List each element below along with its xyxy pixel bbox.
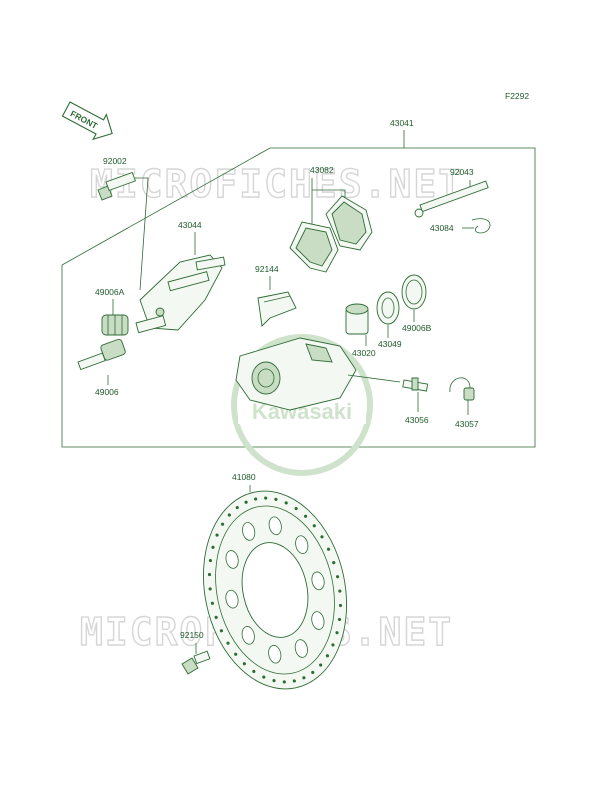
label-49006A: 49006A xyxy=(95,287,125,297)
pad-pin-92043 xyxy=(414,180,489,218)
disc-vent-hole xyxy=(227,513,231,517)
disc-cutout xyxy=(294,639,308,658)
label-43082: 43082 xyxy=(310,165,334,175)
spring-92144 xyxy=(257,291,297,327)
brake-pads-43082 xyxy=(289,195,373,273)
disc-vent-hole xyxy=(319,663,323,667)
disc-vent-hole xyxy=(284,501,288,505)
label-43041: 43041 xyxy=(390,118,414,128)
label-49006: 49006 xyxy=(95,387,119,397)
disc-cutout xyxy=(225,550,239,569)
disc-vent-hole xyxy=(208,587,212,591)
disc-vent-hole xyxy=(219,629,224,633)
boot-49006A xyxy=(101,314,129,336)
label-41080: 41080 xyxy=(232,472,256,482)
brake-disc-41080 xyxy=(202,490,348,690)
disc-vent-hole xyxy=(226,641,230,645)
disc-vent-hole xyxy=(244,500,248,504)
disc-vent-hole xyxy=(335,631,339,635)
disc-cutout xyxy=(311,611,325,630)
piston-43020 xyxy=(345,303,369,335)
disc-vent-hole xyxy=(320,535,324,539)
disc-vent-hole xyxy=(242,662,247,666)
disc-vent-hole xyxy=(332,561,336,565)
disc-vent-hole xyxy=(294,506,298,511)
disc-cutout xyxy=(241,626,255,645)
label-43057: 43057 xyxy=(455,419,479,429)
disc-vent-hole xyxy=(254,497,258,501)
leader-43056 xyxy=(347,374,401,383)
disc-vent-hole xyxy=(214,615,218,619)
disc-cutout xyxy=(242,522,256,541)
label-43044: 43044 xyxy=(178,220,202,230)
disc-vent-hole xyxy=(326,547,331,551)
label-49006B: 49006B xyxy=(402,323,432,333)
disc-vent-hole xyxy=(210,601,214,605)
label-43056: 43056 xyxy=(405,415,429,425)
disc-vent-hole xyxy=(337,617,342,622)
front-arrow-icon: FRONT xyxy=(61,101,113,141)
diagram-id: F2292 xyxy=(505,91,529,101)
disc-vent-hole xyxy=(312,524,316,528)
disc-vent-hole xyxy=(272,679,276,683)
label-43084: 43084 xyxy=(430,223,454,233)
pin-49006 xyxy=(77,338,126,371)
disc-vent-hole xyxy=(282,680,286,684)
caliper-body xyxy=(235,337,357,411)
label-43020: 43020 xyxy=(352,348,376,358)
disc-vent-hole xyxy=(336,575,340,579)
disc-vent-hole xyxy=(235,505,239,510)
seal-43049 xyxy=(376,291,400,325)
label-92002: 92002 xyxy=(103,156,127,166)
disc-cutout xyxy=(295,535,309,554)
disc-cutout xyxy=(268,644,282,664)
disc-vent-hole xyxy=(302,676,306,680)
leader-92002 xyxy=(135,177,149,291)
disc-vent-hole xyxy=(264,496,268,500)
disc-vent-hole xyxy=(262,675,266,679)
bleeder-43056 xyxy=(402,377,429,392)
disc-vent-hole xyxy=(292,679,296,683)
disc-vent-hole xyxy=(215,533,219,537)
disc-vent-hole xyxy=(331,643,335,647)
bolt-92002 xyxy=(97,171,136,201)
disc-vent-hole xyxy=(207,572,212,577)
disc-vent-hole xyxy=(211,545,215,549)
disc-vent-hole xyxy=(220,522,225,526)
disc-vent-hole xyxy=(325,654,330,658)
disc-vent-hole xyxy=(338,603,343,608)
disc-vent-hole xyxy=(311,670,315,675)
label-92150: 92150 xyxy=(180,630,204,640)
watermark-top: MICROFICHES.NET xyxy=(90,162,463,206)
disc-bolt-92150 xyxy=(181,650,211,675)
disc-cutout xyxy=(311,571,325,591)
label-43049: 43049 xyxy=(378,339,402,349)
disc-vent-hole xyxy=(208,558,213,563)
label-92144: 92144 xyxy=(255,264,279,274)
leader-43082 xyxy=(311,178,346,200)
disc-vent-hole xyxy=(234,652,238,656)
label-92043: 92043 xyxy=(450,167,474,177)
ring-49006B xyxy=(401,274,427,310)
disc-vent-hole xyxy=(274,497,278,501)
disc-cutout xyxy=(225,589,239,609)
disc-vent-hole xyxy=(338,589,342,593)
bracket-43044 xyxy=(135,254,226,334)
disc-vent-hole xyxy=(252,669,256,674)
clip-43084 xyxy=(471,218,491,234)
disc-cutout xyxy=(268,516,282,536)
caliper-assembly-outline xyxy=(61,147,536,448)
disc-vent-hole xyxy=(303,514,308,518)
cap-43057 xyxy=(449,377,475,401)
